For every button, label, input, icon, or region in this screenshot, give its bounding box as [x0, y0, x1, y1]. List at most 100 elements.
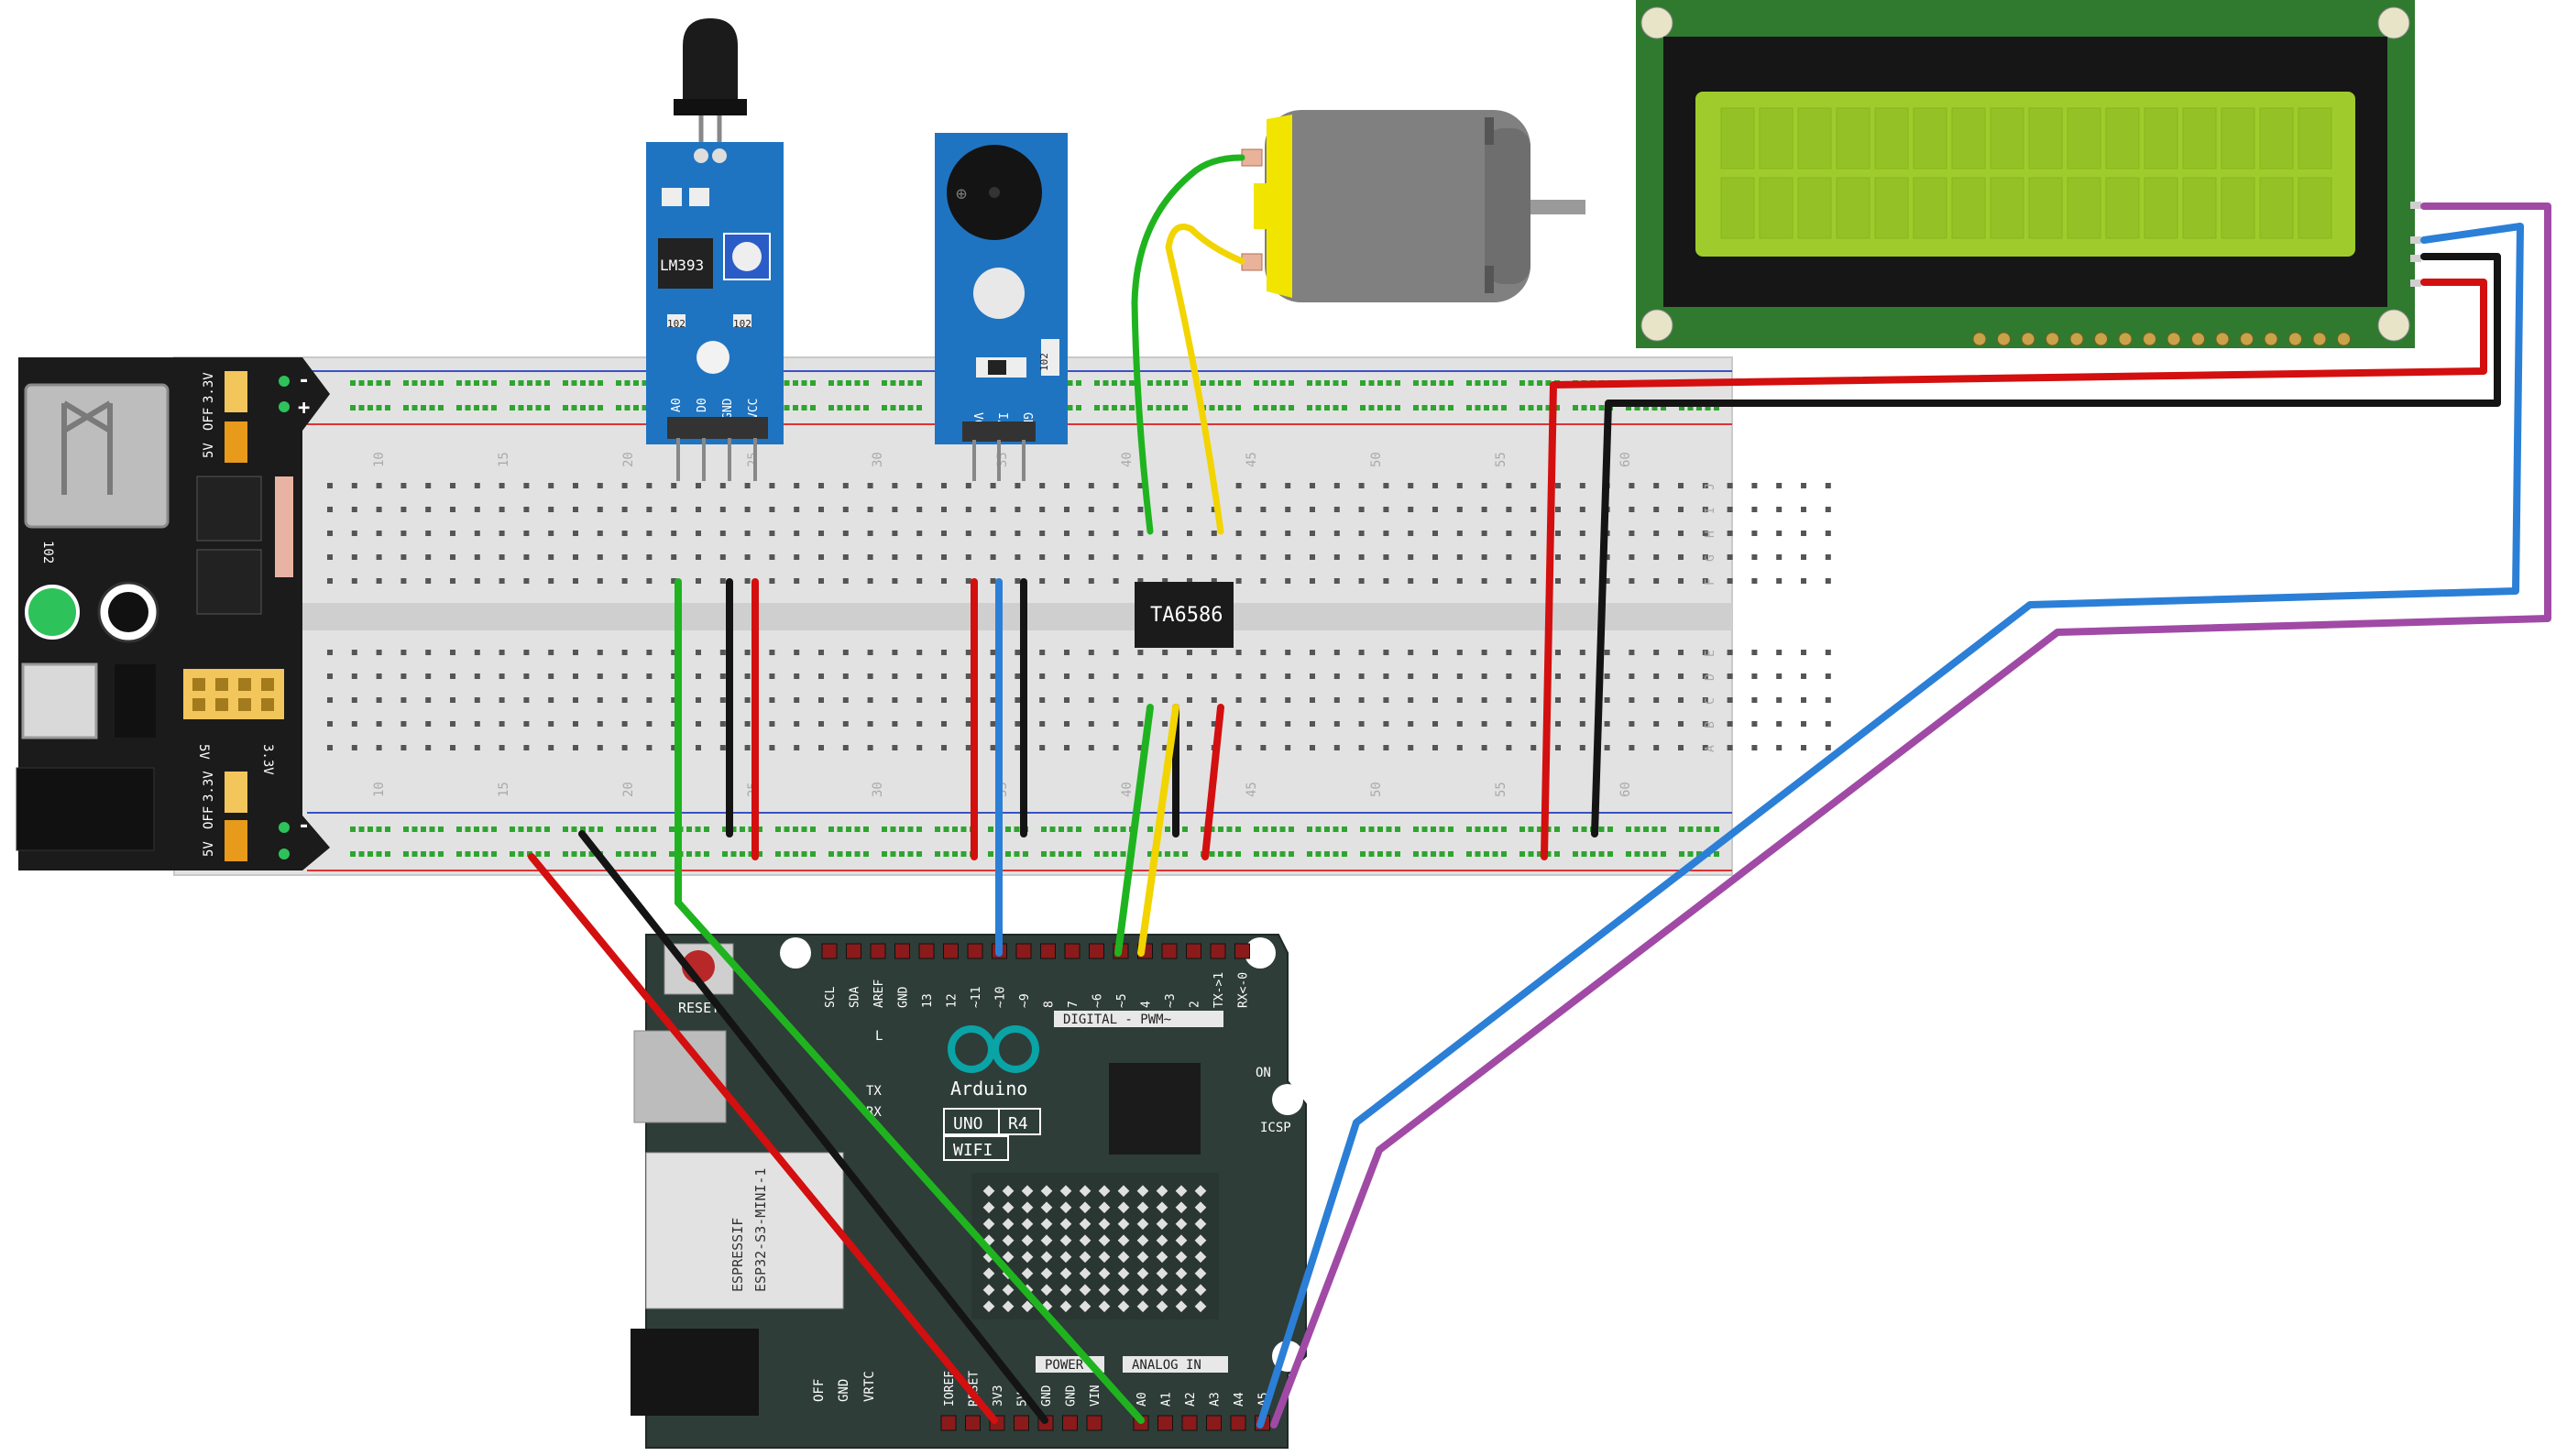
flame-sensor-pcb	[646, 142, 784, 444]
rail-hole	[907, 380, 914, 386]
rail-hole	[438, 851, 444, 857]
rail-hole	[1439, 851, 1445, 857]
rail-hole	[1545, 851, 1552, 857]
buzzer-hole	[989, 187, 1000, 198]
rail-hole	[588, 851, 595, 857]
breadboard-hole	[351, 578, 357, 584]
rail-hole	[1067, 380, 1073, 386]
breadboard-hole	[1678, 531, 1684, 536]
matrix-led	[1059, 1251, 1072, 1264]
matrix-led	[1021, 1185, 1034, 1198]
rail-hole	[491, 851, 497, 857]
breadboard-hole	[1015, 673, 1021, 679]
rail-hole	[1475, 380, 1481, 386]
jumper-top[interactable]	[225, 371, 247, 412]
rail-hole	[1651, 851, 1658, 857]
rail-hole	[1262, 405, 1268, 411]
breadboard-hole	[523, 721, 530, 727]
breadboard-hole	[1751, 745, 1758, 750]
rail-hole	[491, 827, 497, 832]
breadboard-hole	[1825, 554, 1831, 560]
matrix-led	[1117, 1251, 1130, 1264]
dc-switch[interactable]	[21, 662, 98, 739]
breadboard-hole	[1801, 697, 1806, 703]
breadboard-hole	[1801, 483, 1806, 488]
arduino-revision: R4	[1008, 1114, 1028, 1133]
rail-hole	[1626, 405, 1631, 411]
breadboard-hole	[548, 650, 554, 655]
matrix-led	[1079, 1284, 1092, 1297]
breadboard-hole	[769, 721, 775, 727]
rail-hole	[1235, 851, 1241, 857]
breadboard-hole	[621, 697, 628, 703]
breadboard-hole	[1358, 745, 1365, 750]
rail-hole	[1209, 380, 1215, 386]
wire-lcd-scl	[1270, 203, 2551, 1429]
ir-receiver-led	[683, 18, 738, 101]
digital-pin-socket	[1089, 943, 1104, 959]
breadboard-hole	[719, 745, 726, 750]
breadboard-hole	[376, 697, 382, 703]
jumper-bottom[interactable]	[225, 772, 247, 813]
rail-hole	[1360, 380, 1366, 386]
breadboard-hole	[1015, 531, 1021, 536]
rail-hole	[1005, 851, 1011, 857]
breadboard-hole	[1113, 554, 1119, 560]
lcd-character-cell	[2067, 177, 2101, 239]
rail-hole	[1687, 851, 1694, 857]
rail-hole	[1431, 851, 1436, 857]
breadboard-hole	[1408, 650, 1414, 655]
breadboard-hole	[1383, 578, 1389, 584]
breadboard-hole	[1088, 697, 1094, 703]
breadboard-hole	[1456, 650, 1463, 655]
breadboard-hole	[941, 483, 947, 488]
matrix-led	[1002, 1201, 1015, 1214]
rail-sign-minus-bottom: -	[298, 815, 310, 837]
breadboard-hole	[1187, 745, 1192, 750]
rail-hole	[1182, 851, 1188, 857]
matrix-led	[982, 1267, 995, 1280]
breadboard-hole	[867, 578, 873, 584]
rail-hole	[1226, 380, 1233, 386]
rail-hole	[616, 851, 621, 857]
rail-hole	[907, 405, 914, 411]
lcd-header-pin	[2215, 332, 2230, 346]
matrix-led	[1040, 1251, 1053, 1264]
breadboard-hole	[1333, 483, 1340, 488]
matrix-led	[1117, 1218, 1130, 1231]
rail-hole	[385, 380, 390, 386]
rail-hole	[1289, 827, 1294, 832]
breadboard-hole	[1333, 721, 1340, 727]
breadboard-hole	[351, 745, 357, 750]
rail-hole	[1626, 851, 1631, 857]
rail-hole	[669, 851, 675, 857]
rail-hole	[952, 827, 958, 832]
rail-hole	[1235, 827, 1241, 832]
rail-hole	[642, 405, 648, 411]
breadboard-hole	[376, 507, 382, 512]
rail-hole	[943, 827, 949, 832]
wire-driver-in2	[1137, 704, 1179, 957]
digital-pin-label: 2	[1189, 1001, 1202, 1008]
usb-port[interactable]	[24, 383, 170, 529]
breadboard-hole	[1064, 531, 1070, 536]
rail-hole	[1475, 851, 1481, 857]
arduino-brand: Arduino	[950, 1078, 1027, 1100]
rail-hole	[1421, 851, 1428, 857]
matrix-led	[1117, 1185, 1130, 1198]
breadboard-hole	[965, 578, 971, 584]
arduino-logo-right	[992, 1025, 1039, 1073]
breadboard-hole	[1579, 673, 1585, 679]
matrix-led	[1136, 1284, 1149, 1297]
breadboard-hole	[400, 531, 407, 536]
digital-pin-socket	[918, 943, 935, 959]
breadboard-hole	[1113, 745, 1119, 750]
rail-hole	[810, 827, 816, 832]
breadboard-hole	[1604, 673, 1610, 679]
rail-hole	[1431, 827, 1436, 832]
rail-dot	[279, 848, 290, 859]
breadboard-hole	[1776, 650, 1783, 655]
breadboard-hole	[842, 721, 849, 727]
rail-hole	[1714, 851, 1719, 857]
rail-hole	[1307, 851, 1312, 857]
